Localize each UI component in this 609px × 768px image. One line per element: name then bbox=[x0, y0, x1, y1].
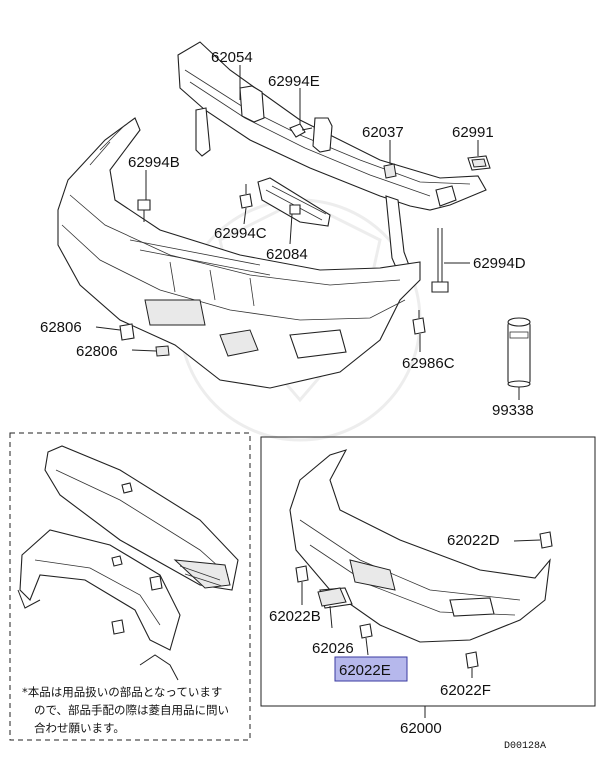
label-62037: 62037 bbox=[362, 124, 404, 141]
label-62022F: 62022F bbox=[440, 682, 491, 699]
clip-62022D bbox=[539, 531, 553, 549]
label-62026: 62026 bbox=[312, 640, 354, 657]
note-line-1: *本品は用品扱いの部品となっています bbox=[22, 685, 222, 699]
label-62022D: 62022D bbox=[447, 532, 500, 549]
accessory-bumper-guard bbox=[17, 482, 181, 681]
accessory-grille-panel bbox=[44, 445, 239, 591]
accessory-parts-box bbox=[9, 432, 251, 741]
clip-62806-a bbox=[119, 323, 135, 341]
label-62994C: 62994C bbox=[214, 225, 267, 242]
fastener-62994E bbox=[289, 123, 313, 138]
diagram-code: D00128A bbox=[504, 741, 546, 752]
highlight-62022E bbox=[334, 656, 408, 682]
label-62986C: 62986C bbox=[402, 355, 455, 372]
clip-62037 bbox=[383, 163, 397, 179]
clip-62991 bbox=[467, 155, 491, 171]
note-line-3: 合わせ願います。 bbox=[34, 721, 125, 735]
label-62806-a: 62806 bbox=[40, 319, 82, 336]
label-62991: 62991 bbox=[452, 124, 494, 141]
front-bumper-cover bbox=[57, 117, 421, 389]
label-62054: 62054 bbox=[211, 49, 253, 66]
note-line-2: ので、部品手配の際は菱自用品に問い bbox=[34, 703, 229, 717]
label-62994D: 62994D bbox=[473, 255, 526, 272]
label-62084: 62084 bbox=[266, 246, 308, 263]
label-99338: 99338 bbox=[492, 402, 534, 419]
label-62994B: 62994B bbox=[128, 154, 180, 171]
label-62000: 62000 bbox=[400, 720, 442, 737]
bumper-assembly-box bbox=[260, 436, 596, 707]
bumper-reinforcement-bar bbox=[177, 41, 487, 273]
leader-lines-lower bbox=[301, 539, 541, 718]
screw-62986C bbox=[412, 310, 426, 335]
clip-62022F bbox=[465, 651, 479, 669]
bolt-62994C bbox=[239, 184, 253, 209]
bolt-62994D bbox=[431, 228, 449, 293]
clip-62806-b bbox=[155, 345, 170, 357]
touch-up-paint-99338 bbox=[507, 317, 531, 388]
clip-62022E bbox=[359, 623, 373, 639]
label-62022E: 62022E bbox=[339, 662, 391, 679]
label-62994E: 62994E bbox=[268, 73, 320, 90]
label-62022B: 62022B bbox=[269, 608, 321, 625]
clip-62022B bbox=[295, 565, 309, 583]
bracket-62026 bbox=[317, 587, 347, 607]
bumper-bracket bbox=[257, 177, 331, 227]
leader-lines-upper bbox=[95, 65, 520, 400]
label-62806-b: 62806 bbox=[76, 343, 118, 360]
bumper-assembly-drawing bbox=[289, 449, 551, 643]
